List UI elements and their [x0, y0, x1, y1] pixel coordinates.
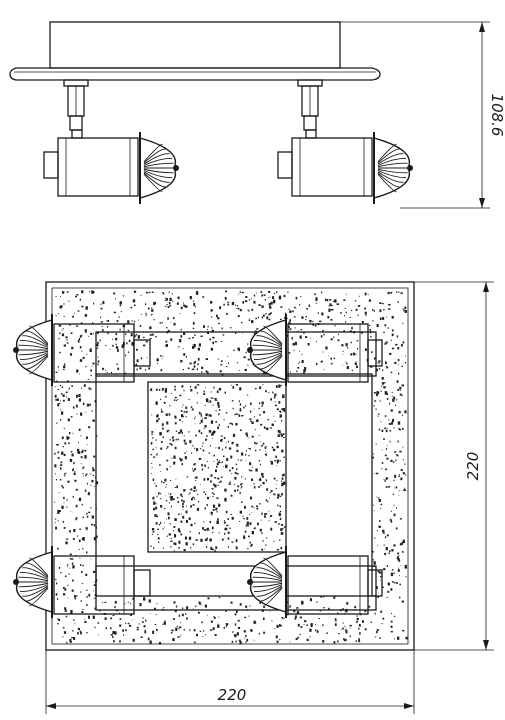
depth-label: 220: [464, 452, 482, 481]
top-reflector-2: [247, 314, 287, 386]
height-label: 108.6: [488, 94, 505, 137]
center-panel-texture: [150, 384, 286, 552]
side-spot-left: [43, 79, 179, 204]
top-bar: [95, 331, 377, 377]
width-dimension: 220: [45, 650, 415, 714]
inner-window: [95, 373, 373, 597]
top-reflector-3: [13, 546, 53, 618]
depth-dimension: 220: [414, 281, 494, 651]
speckled-frame-texture: [54, 290, 408, 645]
height-dimension: 108.6: [340, 21, 505, 209]
side-reflector-right: [373, 132, 413, 204]
top-spot-3: [13, 546, 151, 618]
outer-frame: [45, 281, 415, 651]
side-spot-body-left: [57, 137, 139, 197]
bottom-bar: [95, 565, 377, 611]
mounting-plate: [9, 67, 381, 81]
top-spot-1: [13, 314, 151, 386]
top-spot-2: [247, 314, 383, 386]
top-reflector-4: [247, 546, 287, 618]
side-spot-right: [277, 79, 413, 204]
top-reflector-1: [13, 314, 53, 386]
top-spot-4: [247, 546, 383, 618]
side-view: 108.6: [9, 21, 505, 209]
width-label: 220: [218, 686, 247, 704]
ceiling-box: [49, 21, 341, 69]
top-view: 220 220: [13, 281, 494, 714]
side-spot-body-right: [291, 137, 373, 197]
center-panel: [147, 381, 287, 553]
side-reflector-left: [139, 132, 179, 204]
